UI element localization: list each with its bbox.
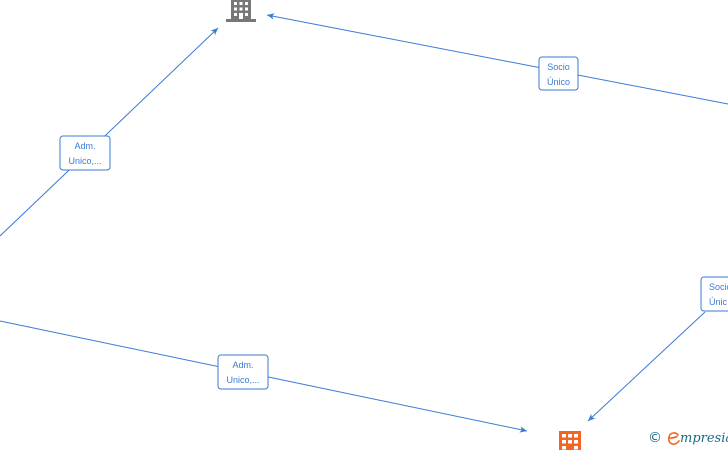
edge-label-line-1: Socio xyxy=(709,282,728,292)
edge-label-adm-unico-bottom[interactable]: Adm. Unico,... xyxy=(217,354,269,390)
empresia-watermark: © mpresia xyxy=(648,430,728,448)
brand-name: mpresia xyxy=(680,431,728,446)
company-node-bottom[interactable] xyxy=(559,431,581,450)
edge-label-line-1: Socio xyxy=(547,62,570,72)
edge-label-line-1: Adm. xyxy=(232,360,253,370)
edge-label-socio-unico-bottom[interactable]: Socio Únic xyxy=(700,276,728,312)
edge-label-line-1: Adm. xyxy=(74,141,95,151)
edge-top-left-line xyxy=(0,27,219,237)
edge-label-line-2: Unico,... xyxy=(68,156,101,166)
edge-top-right-line xyxy=(266,13,728,105)
edge-label-socio-unico-top[interactable]: Socio Único xyxy=(538,56,579,91)
edge-label-line-2: Unico,... xyxy=(226,375,259,385)
edge-label-line-2: Únic xyxy=(709,297,728,307)
company-node-top[interactable] xyxy=(226,0,256,22)
copyright-icon: © xyxy=(648,430,662,446)
edge-label-line-2: Único xyxy=(547,77,570,87)
edge-bottom-right-line xyxy=(587,311,706,422)
empresia-logo-icon xyxy=(668,432,680,445)
building-windows xyxy=(234,2,248,19)
building-windows xyxy=(562,434,578,450)
edge-label-adm-unico-top[interactable]: Adm. Unico,... xyxy=(59,135,111,171)
